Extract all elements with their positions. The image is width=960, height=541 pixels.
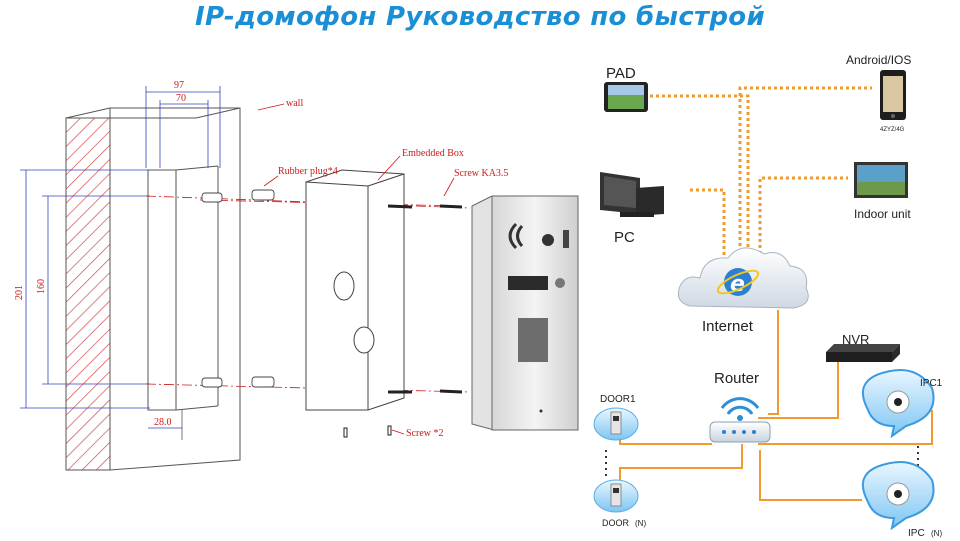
label-door1: DOOR1 bbox=[600, 394, 636, 405]
door-station-panel bbox=[471, 195, 579, 431]
label-router: Router bbox=[714, 370, 759, 387]
label-indoor: Indoor unit bbox=[854, 207, 911, 221]
label-pc: PC bbox=[614, 229, 635, 246]
ie-icon: e bbox=[730, 272, 745, 297]
label-ipcn: IPC bbox=[908, 528, 925, 539]
router-device bbox=[709, 397, 771, 443]
leader-lines bbox=[257, 103, 455, 435]
label-wall: wall bbox=[286, 98, 303, 109]
label-nvr: NVR bbox=[842, 332, 869, 347]
label-ipcn-sub: (N) bbox=[931, 529, 942, 538]
pad-device bbox=[604, 82, 648, 112]
embedded-box bbox=[305, 169, 405, 411]
label-doorn: DOOR bbox=[602, 518, 630, 528]
installation-drawing: 97 70 201 160 28.0 bbox=[14, 80, 579, 471]
indoor-unit-device bbox=[854, 162, 908, 198]
doorn-device bbox=[593, 479, 639, 513]
rubber-plugs bbox=[201, 189, 275, 388]
label-doorn-sub: (N) bbox=[635, 519, 646, 528]
label-pad: PAD bbox=[606, 65, 636, 82]
dim-width-outer: 97 bbox=[174, 80, 184, 91]
dim-width-inner: 70 bbox=[176, 93, 186, 104]
label-screw-top: Screw KA3.5 bbox=[454, 168, 508, 179]
dim-height-inner: 160 bbox=[36, 279, 47, 294]
dim-height-outer: 201 bbox=[14, 285, 25, 300]
door1-device bbox=[593, 407, 639, 441]
label-embedded-box: Embedded Box bbox=[402, 148, 464, 159]
label-ipc1: IPC1 bbox=[920, 378, 943, 389]
page-title: IP-домофон Руководство по быстрой bbox=[194, 2, 765, 32]
label-screw-bottom: Screw *2 bbox=[406, 428, 444, 439]
dim-depth: 28.0 bbox=[154, 417, 172, 428]
cables bbox=[650, 86, 872, 260]
label-internet: Internet bbox=[702, 318, 754, 335]
label-phone-caption: 4ZYZ/4G bbox=[880, 127, 905, 133]
ipcn-device bbox=[862, 461, 935, 531]
network-diagram: PAD Android/IOS 4ZYZ/4G PC Indoor unit bbox=[593, 53, 943, 539]
ipc1-device bbox=[862, 369, 935, 439]
label-rubber-plug: Rubber plug*4 bbox=[278, 166, 338, 177]
screws bbox=[343, 204, 463, 438]
dimension-lines bbox=[20, 86, 221, 429]
label-android: Android/IOS bbox=[846, 53, 911, 67]
wall bbox=[65, 107, 241, 471]
internet-cloud: e bbox=[677, 247, 809, 309]
nvr-device bbox=[826, 344, 900, 362]
pc-device bbox=[600, 172, 664, 217]
smartphone-device bbox=[880, 70, 906, 120]
